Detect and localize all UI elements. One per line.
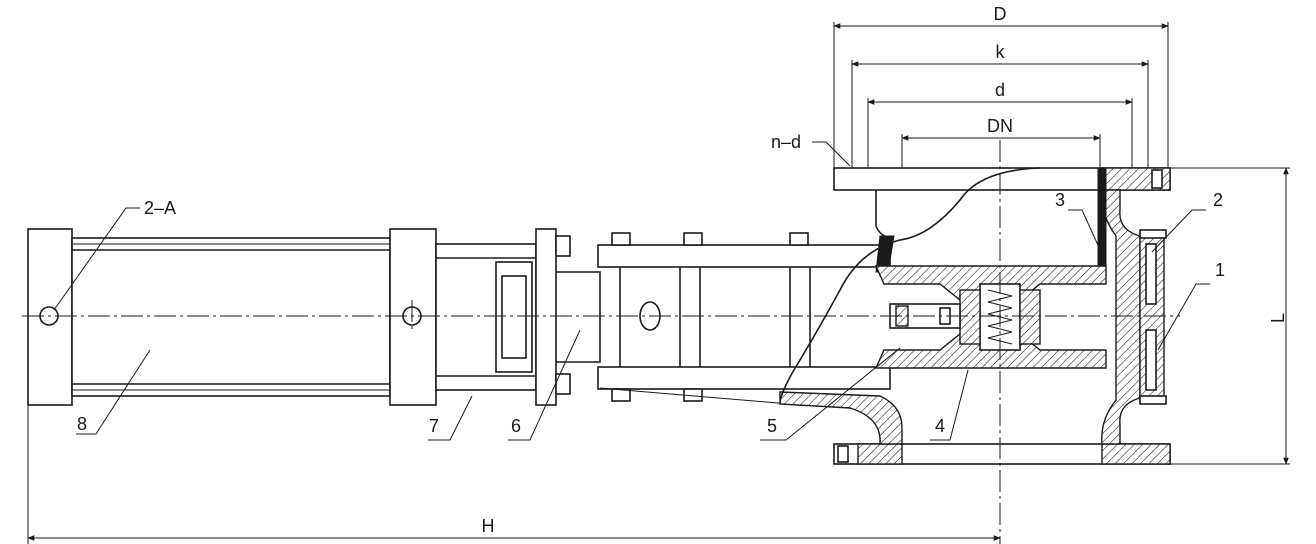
part-label-4: 4: [935, 416, 945, 436]
dimension-lines: [27, 22, 1290, 544]
dim-label-k: k: [996, 42, 1006, 62]
part-label-8: 8: [77, 414, 87, 434]
valve-body: [779, 167, 1171, 465]
part-label-2: 2: [1213, 190, 1223, 210]
dim-label-L: L: [1268, 313, 1288, 323]
dim-label-n-d: n–d: [771, 132, 801, 152]
part-label-3: 3: [1055, 190, 1065, 210]
dim-label-d: d: [995, 80, 1005, 100]
dim-label-D: D: [994, 4, 1007, 24]
part-label-2-A: 2–A: [144, 198, 176, 218]
part-label-5: 5: [767, 416, 777, 436]
center-lines: [22, 140, 1180, 544]
part-label-6: 6: [511, 416, 521, 436]
pneumatic-cylinder: [27, 228, 437, 406]
connection-bracket: [597, 232, 891, 405]
tie-rod-assembly: [435, 228, 601, 406]
dim-label-H: H: [482, 516, 495, 536]
part-leaders: [53, 207, 1210, 441]
part-label-1: 1: [1215, 260, 1225, 280]
dim-label-DN: DN: [987, 116, 1013, 136]
part-label-7: 7: [429, 416, 439, 436]
